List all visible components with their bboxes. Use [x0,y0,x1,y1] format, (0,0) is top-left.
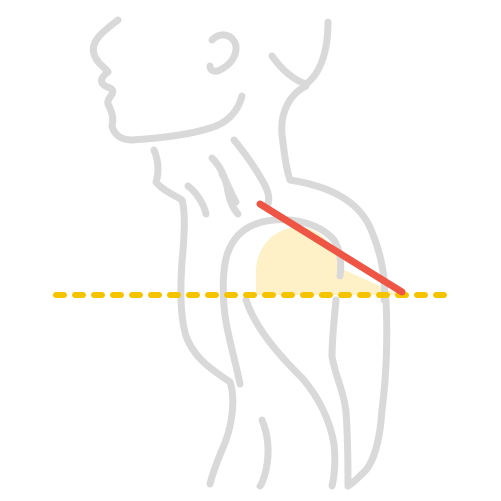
arm-front-outline [219,218,266,388]
upper-arm-back-outline [328,296,352,490]
shoulder-angle-wedge [256,227,400,295]
back-of-head-outline [268,18,332,88]
neck-tendon-3 [230,136,273,208]
neck-back-outline [278,82,388,304]
shoulder-slope-line [256,200,406,296]
back-outline [344,296,391,490]
neck-tendon-4 [218,170,240,206]
arm-inner-outline [242,296,339,490]
throat-outline [150,146,237,488]
face-profile-outline [89,16,246,144]
ear-outline [206,31,240,75]
neck-tendon-1 [184,182,210,218]
elbow-outline [256,416,272,490]
